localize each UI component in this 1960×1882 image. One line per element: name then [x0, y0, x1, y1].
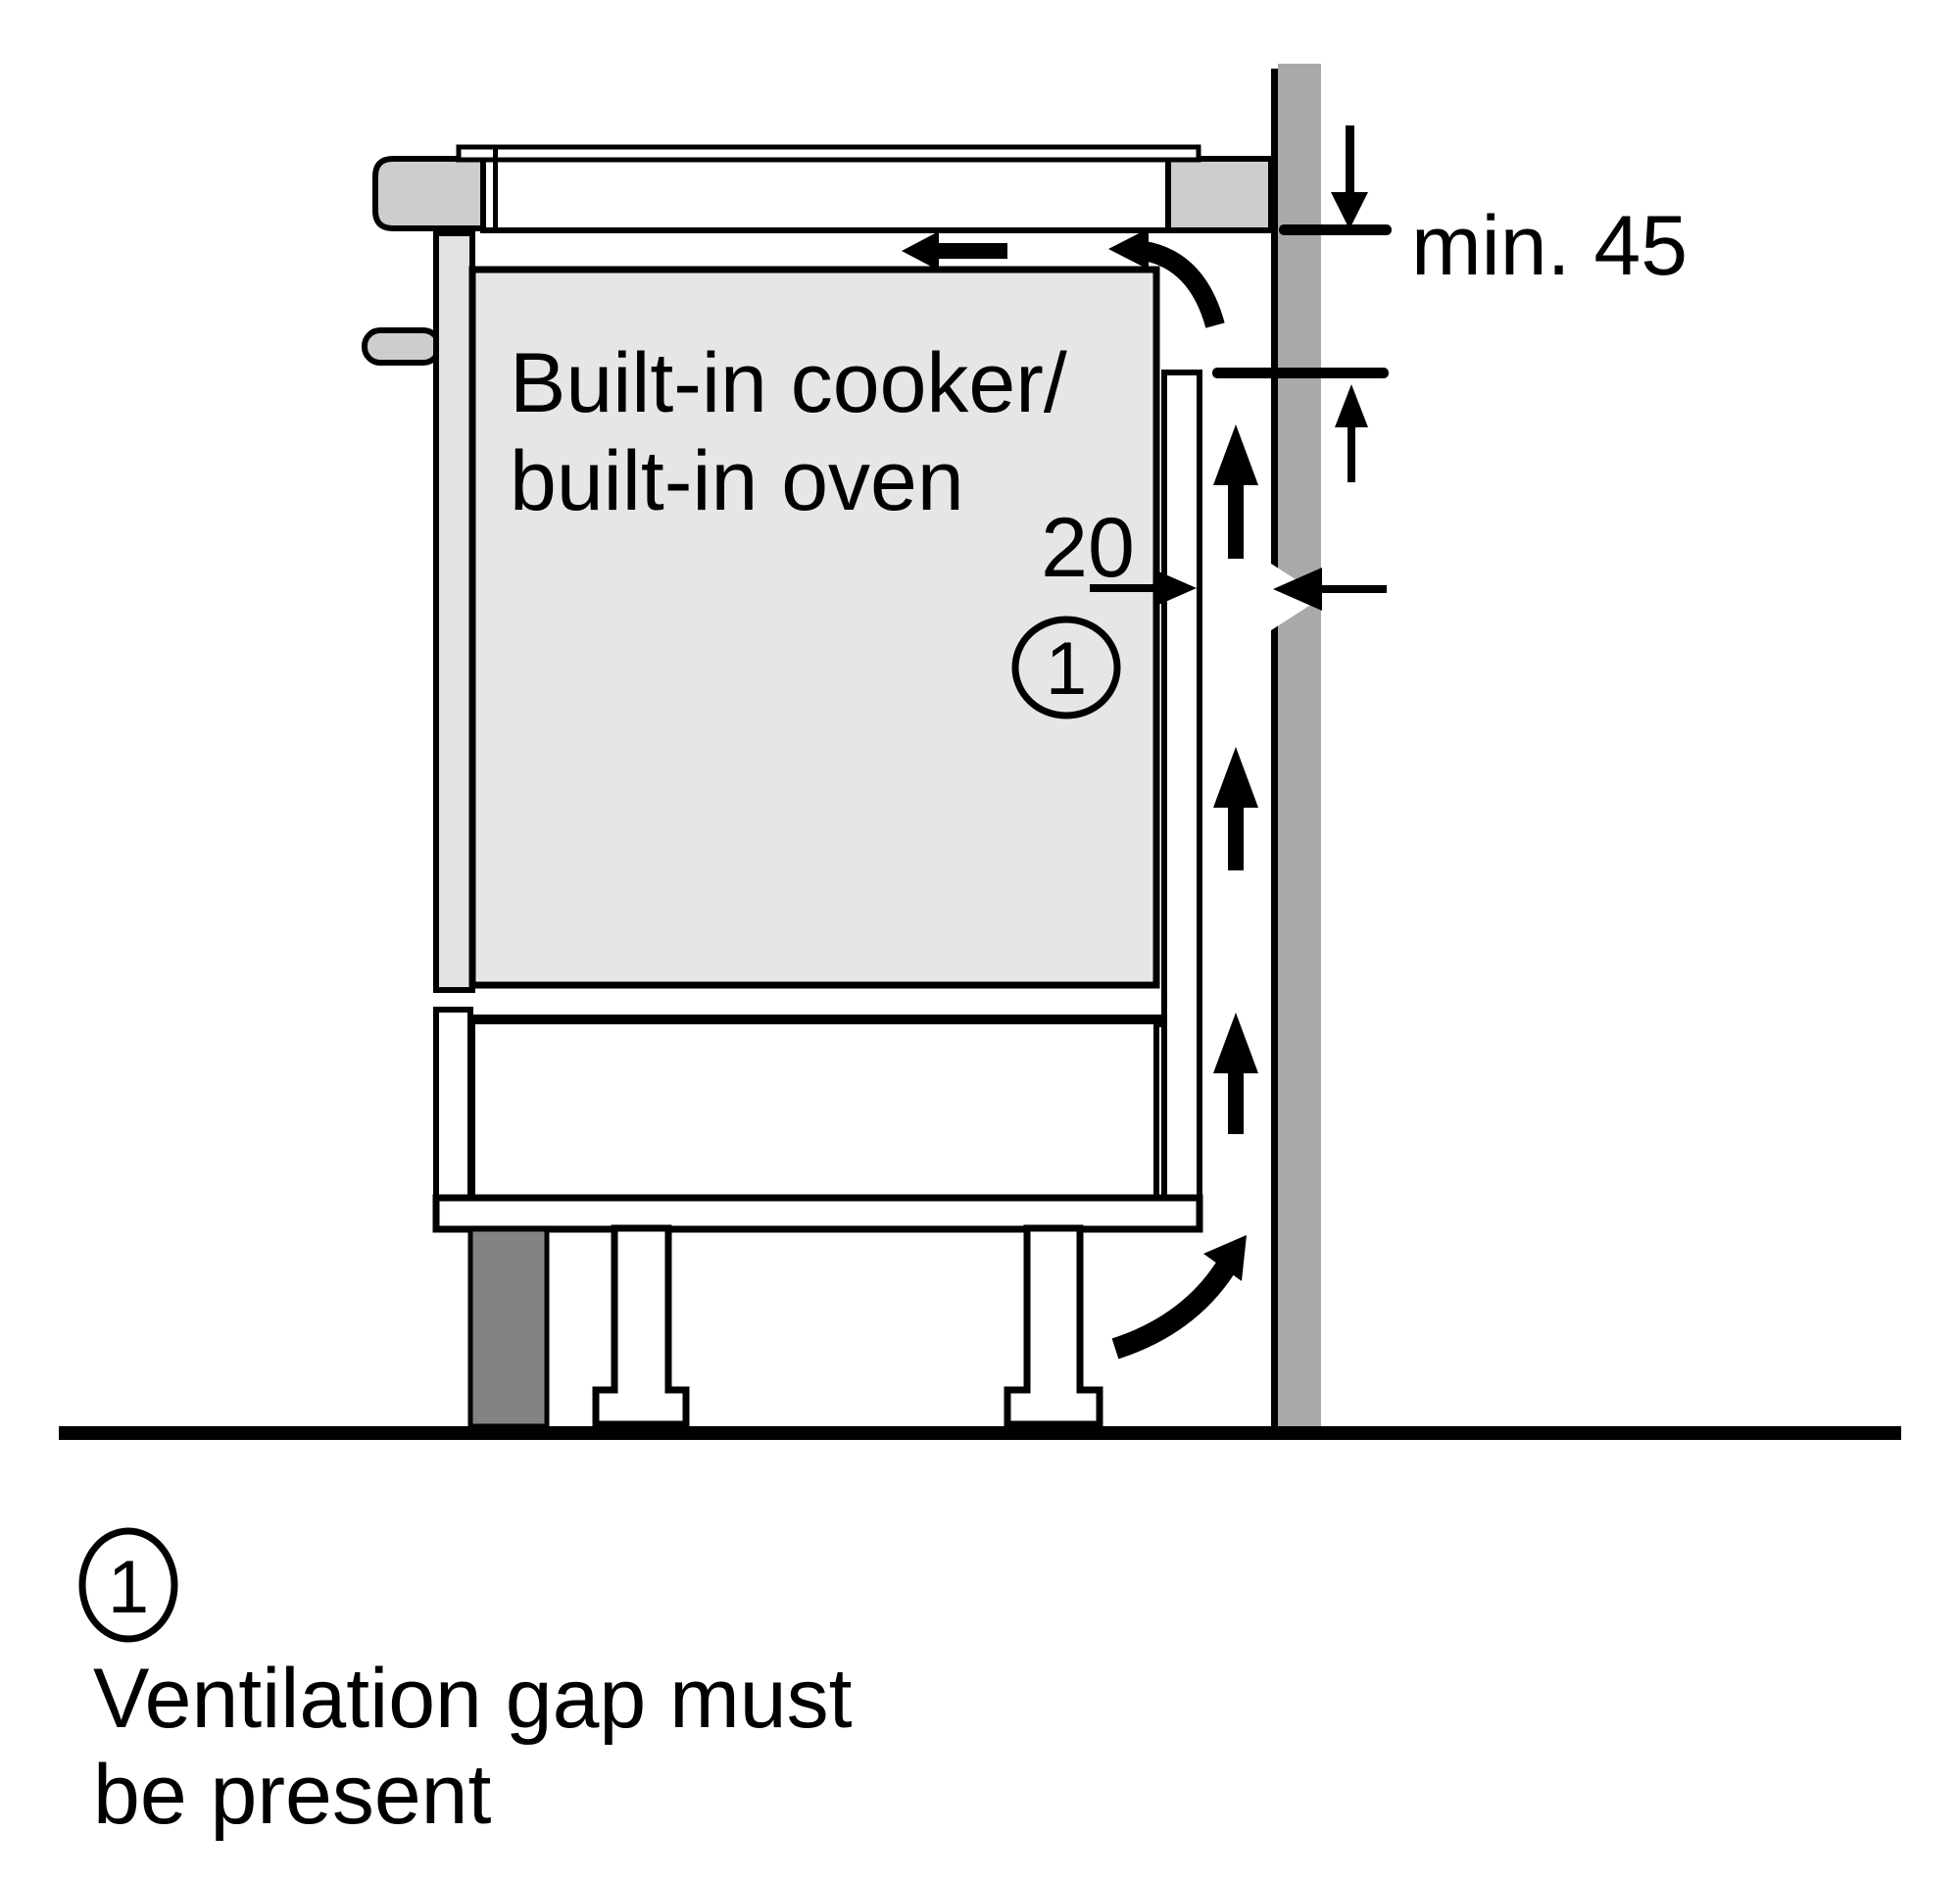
legend-callout-circle — [78, 1527, 178, 1643]
control-knob — [362, 327, 442, 366]
arrow-stem — [1318, 585, 1387, 593]
arrow-stem — [1348, 423, 1355, 482]
arrow-stem — [1228, 485, 1244, 559]
wall — [1278, 64, 1321, 1426]
dim-min45-label: min. 45 — [1411, 199, 1688, 293]
front-leg — [592, 1224, 690, 1428]
appliance-label-line1: Built-in cooker/ — [510, 336, 1067, 430]
airflow-arrow-left-icon — [902, 231, 1007, 271]
arrowhead — [1331, 192, 1368, 229]
arrow-curve — [1142, 241, 1225, 328]
arrowhead — [1213, 1013, 1258, 1073]
cabinet-side-panel — [433, 230, 475, 993]
worktop-joint-line — [493, 149, 498, 230]
wall-edge-line — [1271, 69, 1278, 1426]
arrowhead — [1108, 228, 1149, 270]
arrow-stem — [1228, 808, 1244, 870]
airflow-arrow-up-2-icon — [1213, 747, 1258, 870]
arrowhead — [1203, 1235, 1247, 1281]
hob-control-panel — [372, 156, 486, 231]
cabinet-bottom-panel — [432, 1194, 1203, 1233]
arrowhead — [1156, 570, 1197, 606]
legend-text-line2: be present — [93, 1748, 492, 1842]
hob-glass — [456, 144, 1201, 163]
appliance-label-line2: built-in oven — [510, 434, 964, 528]
gap-dimension-label: 20 — [1041, 501, 1135, 595]
arrowhead — [1273, 568, 1322, 611]
arrow-curve — [1111, 1262, 1235, 1360]
dim-arrow-up-icon — [1335, 384, 1368, 482]
rear-leg — [1004, 1224, 1103, 1428]
worktop — [480, 156, 1171, 233]
gap-arrow-right-icon — [1090, 570, 1197, 606]
plinth-panel — [467, 1226, 550, 1429]
cabinet-back-panel — [1161, 370, 1202, 1207]
dim-tick-lower — [1212, 368, 1389, 378]
arrowhead — [1335, 384, 1368, 427]
drawer-compartment — [469, 1018, 1159, 1201]
arrow-stem — [933, 243, 1007, 259]
airflow-arrow-up-1-icon — [1213, 424, 1258, 559]
airflow-arrow-up-3-icon — [1213, 1013, 1258, 1134]
legend-callout-number: 1 — [108, 1546, 149, 1629]
legend-text-line1: Ventilation gap must — [93, 1652, 853, 1746]
arrow-stem — [1090, 584, 1158, 592]
arrowhead — [902, 231, 939, 271]
arrow-stem — [1228, 1073, 1244, 1134]
callout-number: 1 — [1046, 627, 1087, 711]
arrowhead — [1213, 747, 1258, 808]
dim-arrow-down-icon — [1331, 125, 1368, 229]
arrowhead — [1213, 424, 1258, 485]
airflow-curved-arrow-bottom-icon — [1111, 1235, 1247, 1360]
callout-circle — [1011, 616, 1121, 719]
arrow-stem — [1346, 125, 1354, 196]
gap-arrow-left-icon — [1273, 568, 1387, 611]
floor-line — [59, 1426, 1901, 1440]
worktop-end-block — [1165, 156, 1274, 233]
dim-tick-upper — [1279, 224, 1392, 235]
airflow-curved-arrow-top-icon — [1108, 228, 1225, 328]
